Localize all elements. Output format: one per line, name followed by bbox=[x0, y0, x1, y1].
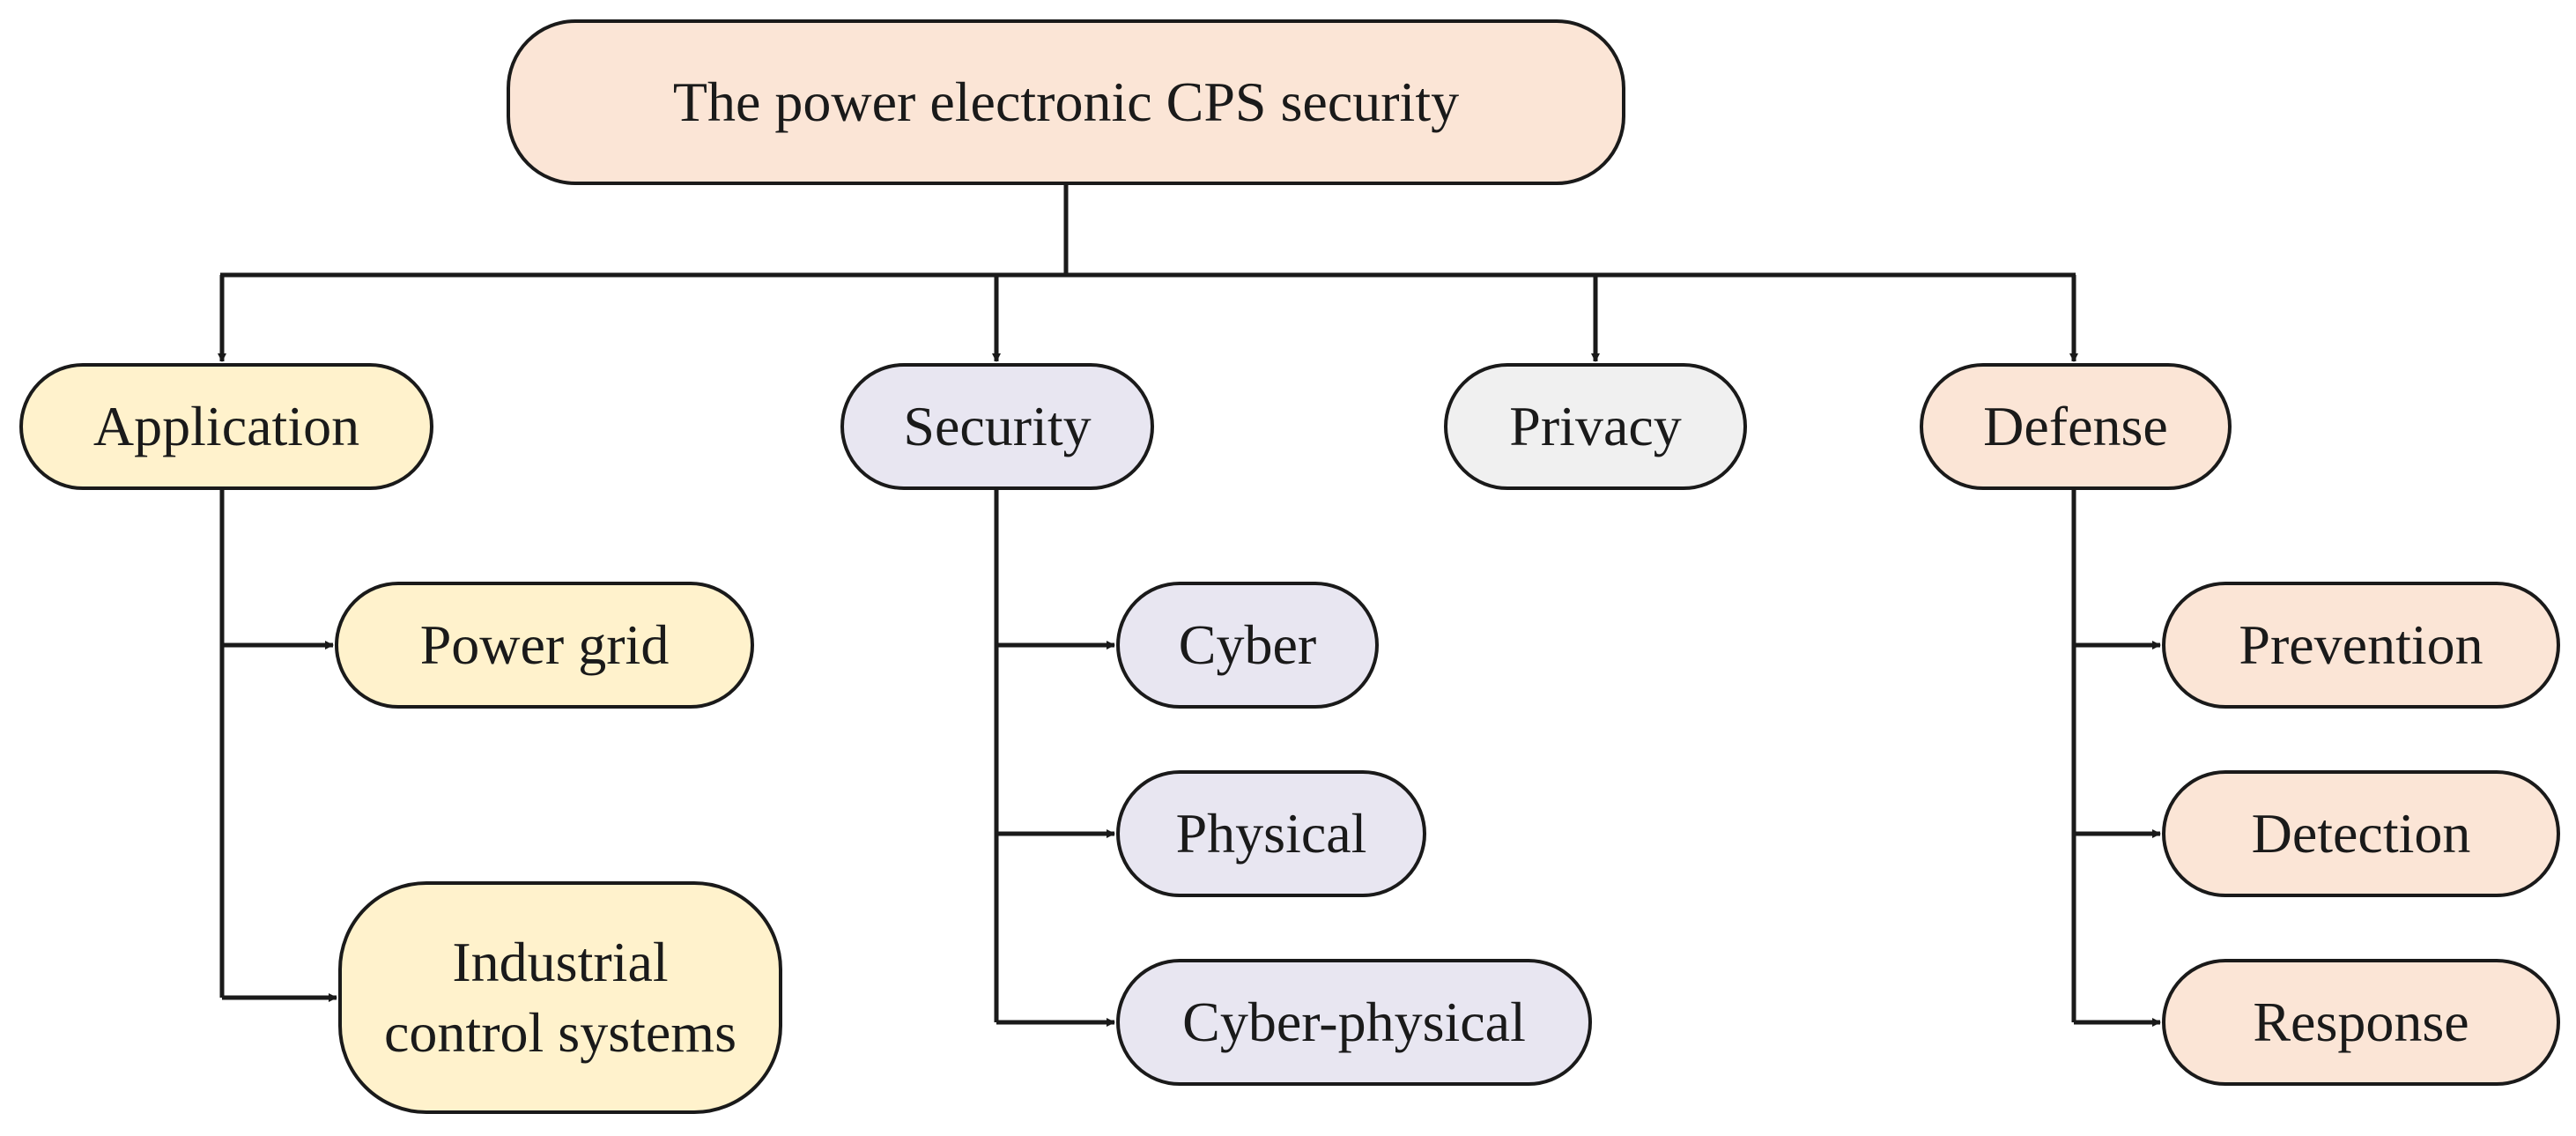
leaf-cyber-physical-label: Cyber-physical bbox=[1182, 990, 1526, 1053]
category-privacy-label: Privacy bbox=[1509, 394, 1682, 457]
leaf-cyber: Cyber bbox=[1116, 582, 1379, 709]
leaf-industrial-control-line2: control systems bbox=[384, 1001, 737, 1064]
leaf-cyber-label: Cyber bbox=[1178, 613, 1317, 676]
leaf-industrial-control-line1: Industrial bbox=[452, 931, 669, 993]
leaf-power-grid-label: Power grid bbox=[419, 613, 670, 676]
category-security-label: Security bbox=[903, 394, 1092, 457]
leaf-prevention-label: Prevention bbox=[2239, 613, 2483, 676]
leaf-detection: Detection bbox=[2162, 770, 2560, 897]
leaf-prevention: Prevention bbox=[2162, 582, 2560, 709]
leaf-detection-label: Detection bbox=[2251, 801, 2471, 865]
leaf-response-label: Response bbox=[2253, 990, 2469, 1053]
leaf-power-grid: Power grid bbox=[335, 582, 754, 709]
leaf-industrial-control-systems: Industrial control systems bbox=[338, 881, 782, 1114]
root-label: The power electronic CPS security bbox=[672, 70, 1460, 133]
category-defense: Defense bbox=[1920, 363, 2232, 490]
category-application-label: Application bbox=[93, 394, 360, 457]
category-privacy: Privacy bbox=[1444, 363, 1747, 490]
leaf-physical-label: Physical bbox=[1175, 801, 1367, 865]
category-application: Application bbox=[19, 363, 433, 490]
leaf-physical: Physical bbox=[1116, 770, 1426, 897]
leaf-cyber-physical: Cyber-physical bbox=[1116, 959, 1592, 1086]
leaf-response: Response bbox=[2162, 959, 2560, 1086]
category-defense-label: Defense bbox=[1983, 394, 2168, 457]
root-node: The power electronic CPS security bbox=[507, 19, 1625, 185]
category-security: Security bbox=[840, 363, 1154, 490]
